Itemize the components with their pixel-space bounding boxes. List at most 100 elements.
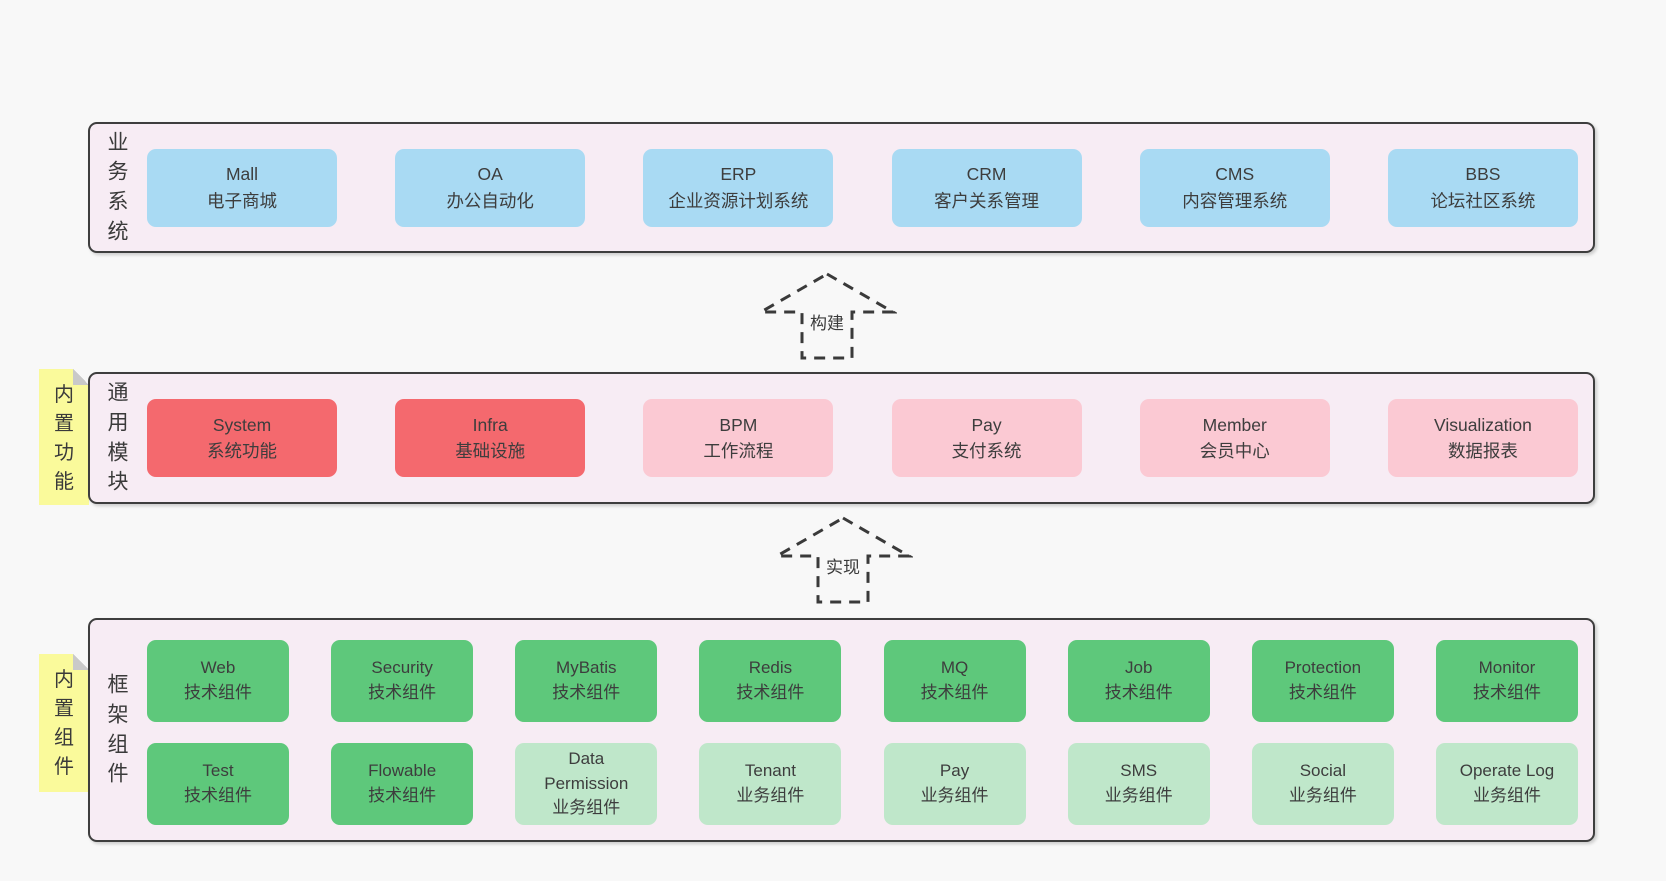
box-tenant: Tenant 业务组件 [699,743,842,825]
box-monitor: Monitor 技术组件 [1435,640,1578,722]
box-mall: Mall 电子商城 [147,148,337,227]
box-title: CMS [1215,164,1255,185]
layer-business-systems: 业务系统 Mall 电子商城 OA 办公自动化 ERP 企业资源计划系统 CRM… [88,122,1595,253]
box-protection: Protection 技术组件 [1251,640,1394,722]
layer-label: 框架组件 [107,673,129,786]
box-web: Web 技术组件 [147,640,289,722]
box-subtitle: 支付系统 [951,441,1022,461]
box-title: Monitor [1478,658,1536,678]
sticky-note-built-in-features: 内置功能 [39,369,89,505]
box-subtitle: 客户关系管理 [934,190,1040,211]
box-redis: Redis 技术组件 [699,640,842,722]
box-title: Social [1299,761,1346,781]
box-title: Infra [472,414,508,435]
box-title: Mall [225,164,259,185]
box-title: System [212,414,272,435]
box-subtitle: 技术组件 [736,683,805,702]
dashed-arrow-up-icon [757,272,897,360]
box-title: Web [200,658,236,678]
box-security: Security 技术组件 [331,640,474,722]
box-job: Job 技术组件 [1067,640,1210,722]
box-cms: CMS 内容管理系统 [1139,148,1330,227]
box-subtitle: 业务组件 [920,786,989,805]
layer-framework-components: 框架组件 Web 技术组件 Security 技术组件 MyBatis 技术组件… [88,618,1595,842]
box-subtitle: 技术组件 [1472,683,1541,702]
box-subtitle: 业务组件 [736,786,805,805]
box-flowable: Flowable 技术组件 [331,743,474,825]
box-subtitle: 论坛社区系统 [1430,190,1536,211]
box-title: Redis [748,658,793,678]
box-bpm: BPM 工作流程 [643,399,834,477]
box-subtitle: 数据报表 [1447,441,1518,461]
modules-box-row: System 系统功能 Infra 基础设施 BPM 工作流程 Pay 支付系统… [147,374,1578,502]
box-title: CRM [966,164,1007,185]
box-subtitle: 技术组件 [184,683,252,702]
box-member: Member 会员中心 [1139,399,1330,477]
layer-label: 业务系统 [107,130,129,244]
box-bbs: BBS 论坛社区系统 [1387,148,1578,227]
components-row-2: Test 技术组件 Flowable 技术组件 Data Permission … [147,743,1578,825]
box-title: Data Permission [544,749,629,793]
box-subtitle: 技术组件 [1104,683,1173,702]
box-subtitle: 技术组件 [920,683,989,702]
box-mq: MQ 技术组件 [883,640,1026,722]
box-subtitle: 基础设施 [455,441,526,461]
box-title: Member [1202,414,1267,435]
box-subtitle: 技术组件 [368,786,437,805]
box-subtitle: 技术组件 [368,683,437,702]
box-sms: SMS 业务组件 [1067,743,1210,825]
box-visualization: Visualization 数据报表 [1387,399,1578,477]
box-mybatis: MyBatis 技术组件 [515,640,658,722]
box-title: Protection [1284,658,1362,678]
box-data-permission: Data Permission 业务组件 [515,743,658,825]
box-social: Social 业务组件 [1251,743,1394,825]
box-title: Job [1124,658,1153,678]
box-subtitle: 业务组件 [552,798,621,818]
box-title: OA [477,164,503,185]
box-subtitle: 系统功能 [207,441,277,461]
box-title: Test [202,761,234,781]
box-subtitle: 企业资源计划系统 [668,190,809,211]
box-title: MQ [940,658,969,678]
box-subtitle: 业务组件 [1288,786,1357,805]
box-subtitle: 业务组件 [1472,786,1541,805]
box-title: Security [371,658,433,678]
box-subtitle: 工作流程 [703,441,774,461]
arrow-build: 构建 [757,271,897,361]
components-rows: Web 技术组件 Security 技术组件 MyBatis 技术组件 Redi… [147,640,1578,825]
arrow-label: 实现 [823,553,863,578]
box-subtitle: 技术组件 [184,786,252,805]
box-title: Pay [939,761,970,781]
box-title: SMS [1120,761,1158,781]
layer-label: 通用模块 [107,381,129,494]
box-system: System 系统功能 [147,399,337,477]
box-erp: ERP 企业资源计划系统 [643,148,834,227]
box-title: Flowable [368,761,437,781]
sticky-note-built-in-components: 内置组件 [39,654,89,792]
arrow-label: 构建 [807,309,847,334]
box-oa: OA 办公自动化 [395,148,586,227]
box-subtitle: 电子商城 [207,190,277,211]
box-title: Visualization [1433,414,1532,435]
box-subtitle: 内容管理系统 [1182,190,1288,211]
box-subtitle: 技术组件 [552,683,621,702]
box-subtitle: 技术组件 [1288,683,1357,702]
box-subtitle: 办公自动化 [446,190,534,211]
box-title: BBS [1465,164,1501,185]
box-title: MyBatis [556,658,617,678]
box-operate-log: Operate Log 业务组件 [1435,743,1578,825]
sticky-note-label: 内置功能 [54,384,74,493]
box-subtitle: 会员中心 [1199,441,1270,461]
box-crm: CRM 客户关系管理 [891,148,1082,227]
layer-common-modules: 通用模块 System 系统功能 Infra 基础设施 BPM 工作流程 Pay… [88,372,1595,504]
box-title: Tenant [744,761,796,781]
dashed-arrow-up-icon [773,516,913,604]
box-pay: Pay 支付系统 [891,399,1082,477]
box-title: Operate Log [1459,761,1555,781]
box-pay-business: Pay 业务组件 [883,743,1026,825]
box-infra: Infra 基础设施 [395,399,586,477]
arrow-implement: 实现 [773,515,913,605]
components-row-1: Web 技术组件 Security 技术组件 MyBatis 技术组件 Redi… [147,640,1578,722]
box-test: Test 技术组件 [147,743,289,825]
